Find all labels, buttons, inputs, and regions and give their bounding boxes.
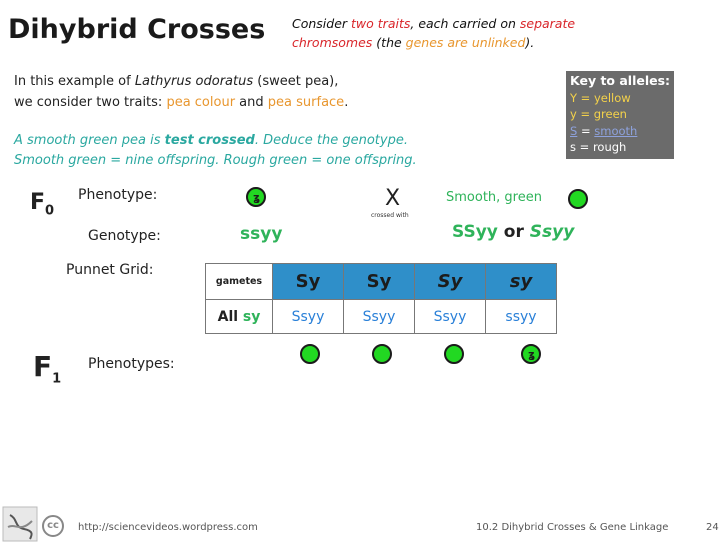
gamete-header: sy bbox=[485, 263, 557, 300]
intro-text: In this example of Lathyrus odoratus (sw… bbox=[14, 71, 348, 113]
crossed-with-caption: crossed with bbox=[371, 212, 409, 219]
genotype-label: Genotype: bbox=[88, 228, 161, 244]
key-s: s = rough bbox=[570, 140, 627, 154]
intro-span: and bbox=[235, 95, 268, 110]
task-span: . Deduce the genotype. bbox=[254, 133, 408, 148]
cross-symbol: X bbox=[385, 186, 401, 211]
wrinkled-green-pea-icon: ʓ bbox=[521, 344, 541, 364]
phenotype-label: Phenotype: bbox=[78, 187, 158, 203]
task-span: A smooth green pea is bbox=[14, 133, 165, 148]
grid-offspring-row: All sy Ssyy Ssyy Ssyy ssyy bbox=[205, 299, 557, 334]
offspring-cell: Ssyy bbox=[272, 299, 344, 334]
footer-topic: 10.2 Dihybrid Crosses & Gene Linkage bbox=[476, 522, 669, 533]
dna-logo-icon bbox=[2, 506, 38, 542]
smooth-green-pea-icon bbox=[568, 189, 588, 209]
punnet-grid-label: Punnet Grid: bbox=[66, 262, 154, 278]
consider-text: , each carried on bbox=[410, 16, 520, 31]
genotype-SSyy: SSyy bbox=[452, 222, 498, 242]
smooth-green-pea-icon bbox=[372, 344, 392, 364]
smooth-green-pea-icon bbox=[444, 344, 464, 364]
f1-label: F1 bbox=[33, 350, 61, 387]
f0-label: F0 bbox=[30, 190, 54, 218]
consider-text: Consider bbox=[292, 16, 352, 31]
key-S-letter: S bbox=[570, 123, 578, 138]
offspring-cell: Ssyy bbox=[343, 299, 415, 334]
smooth-green-pea-icon bbox=[300, 344, 320, 364]
genotype-Ssyy: Ssyy bbox=[529, 222, 575, 242]
gamete-header: Sy bbox=[343, 263, 415, 300]
punnet-grid: gametes Sy Sy Sy sy All sy Ssyy Ssyy Ssy… bbox=[205, 263, 557, 334]
f1-sub: 1 bbox=[52, 371, 62, 387]
key-title: Key to alleles: bbox=[570, 73, 671, 88]
row-gamete-header: All sy bbox=[205, 299, 273, 334]
f0-letter: F bbox=[30, 190, 46, 215]
key-S: S = smooth bbox=[570, 123, 670, 140]
wrinkle-mark: ʓ bbox=[253, 191, 261, 204]
key-S-word: smooth bbox=[594, 123, 638, 138]
intro-span: In this example of bbox=[14, 74, 135, 89]
f0-sub: 0 bbox=[45, 203, 55, 219]
separate-text: separate bbox=[519, 16, 576, 31]
or-text: or bbox=[497, 222, 530, 242]
key-y: y = green bbox=[570, 107, 627, 121]
unlinked-text: genes are unlinked bbox=[405, 35, 526, 50]
parent2-genotypes: SSyy or Ssyy bbox=[452, 222, 574, 242]
parent1-genotype: ssyy bbox=[240, 224, 283, 244]
gamete-header: Sy bbox=[272, 263, 344, 300]
key-S-eq: = bbox=[577, 123, 595, 138]
trait-surface: pea surface bbox=[267, 95, 345, 110]
intro-span: we consider two traits: bbox=[14, 95, 167, 110]
gamete-header: Sy bbox=[414, 263, 486, 300]
creative-commons-icon: cc bbox=[42, 515, 64, 537]
page-number: 24 bbox=[706, 522, 719, 533]
footer-url: http://sciencevideos.wordpress.com bbox=[78, 522, 258, 533]
offspring-counts: Smooth green = nine offspring. Rough gre… bbox=[14, 153, 417, 168]
intro-span: . bbox=[344, 95, 349, 110]
offspring-cell: ssyy bbox=[485, 299, 557, 334]
row-gamete: sy bbox=[242, 308, 261, 325]
consider-note: Consider two traits, each carried on sep… bbox=[292, 14, 575, 52]
consider-text: (the bbox=[372, 35, 406, 50]
grid-header-row: gametes Sy Sy Sy sy bbox=[205, 263, 557, 300]
allele-key: Key to alleles: Y = yellow y = green S =… bbox=[566, 71, 675, 159]
consider-text: ). bbox=[525, 35, 535, 50]
two-traits-text: two traits bbox=[351, 16, 411, 31]
f1-letter: F bbox=[33, 350, 53, 383]
phenotypes-label: Phenotypes: bbox=[88, 356, 175, 372]
chromosomes-text: chromsomes bbox=[292, 35, 373, 50]
page-title: Dihybrid Crosses bbox=[8, 14, 266, 45]
species-name: Lathyrus odoratus bbox=[134, 74, 254, 89]
wrinkle-mark: ʓ bbox=[528, 348, 536, 361]
intro-span: (sweet pea), bbox=[253, 74, 339, 89]
row-all: All bbox=[217, 308, 243, 325]
wrinkled-green-pea-icon: ʓ bbox=[246, 187, 266, 207]
offspring-cell: Ssyy bbox=[414, 299, 486, 334]
parent2-phenotype: Smooth, green bbox=[446, 190, 542, 205]
trait-colour: pea colour bbox=[166, 95, 236, 110]
task-text: A smooth green pea is test crossed. Dedu… bbox=[14, 131, 417, 171]
gametes-corner: gametes bbox=[205, 263, 273, 300]
key-Y: Y = yellow bbox=[570, 90, 631, 105]
test-cross-term: test crossed bbox=[164, 133, 255, 148]
